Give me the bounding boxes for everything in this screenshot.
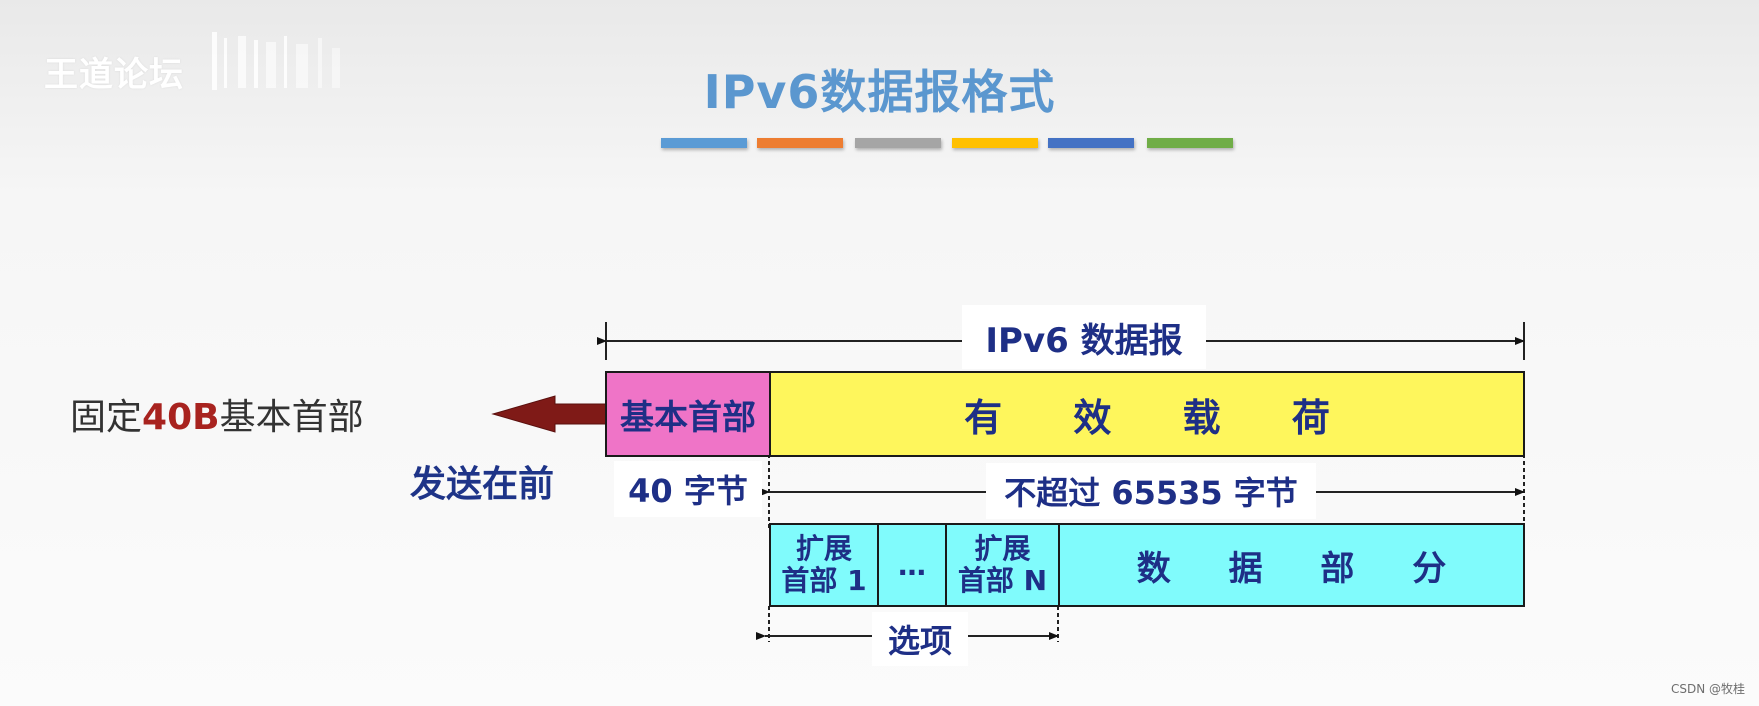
- credit-text: CSDN @牧桂: [1670, 682, 1745, 696]
- watermark-logo-graphic: [208, 32, 358, 92]
- payload-box: 有 效 载 荷: [769, 371, 1525, 457]
- base-header-size-label: 40 字节: [614, 461, 762, 517]
- ext-header-1-line1: 扩展: [795, 532, 852, 565]
- title-color-bar: [855, 138, 941, 148]
- title-color-bar: [1147, 138, 1233, 148]
- fixed-header-suffix: 基本首部: [219, 397, 364, 438]
- datagram-label: IPv6 数据报: [962, 305, 1206, 369]
- title-color-bar: [1048, 138, 1134, 148]
- payload-size-label: 不超过 65535 字节: [986, 463, 1316, 519]
- page-title: IPv6数据报格式: [703, 65, 1056, 119]
- ext-header-1-box: 扩展 首部 1: [769, 523, 879, 607]
- title-color-bar: [757, 138, 843, 148]
- fixed-header-prefix: 固定: [70, 397, 143, 438]
- watermark-logo-text: 王道论坛: [44, 55, 184, 95]
- options-label: 选项: [872, 612, 968, 666]
- send-direction-arrow: [491, 395, 608, 433]
- ext-header-1-line2: 首部 1: [781, 564, 867, 597]
- data-part-box: 数 据 部 分: [1058, 523, 1525, 607]
- ext-header-n-line2: 首部 N: [957, 564, 1048, 597]
- title-color-bar: [952, 138, 1038, 148]
- fixed-header-label: 固定40B基本首部: [70, 388, 364, 440]
- title-color-bars: [0, 138, 1759, 149]
- ext-header-n-box: 扩展 首部 N: [945, 523, 1060, 607]
- ext-header-n-line1: 扩展: [974, 532, 1031, 565]
- fixed-header-size: 40B: [142, 397, 220, 438]
- title-color-bar: [661, 138, 747, 148]
- ext-header-ellipsis-box: …: [877, 523, 947, 607]
- send-first-label: 发送在前: [410, 464, 555, 505]
- base-header-box: 基本首部: [605, 371, 771, 457]
